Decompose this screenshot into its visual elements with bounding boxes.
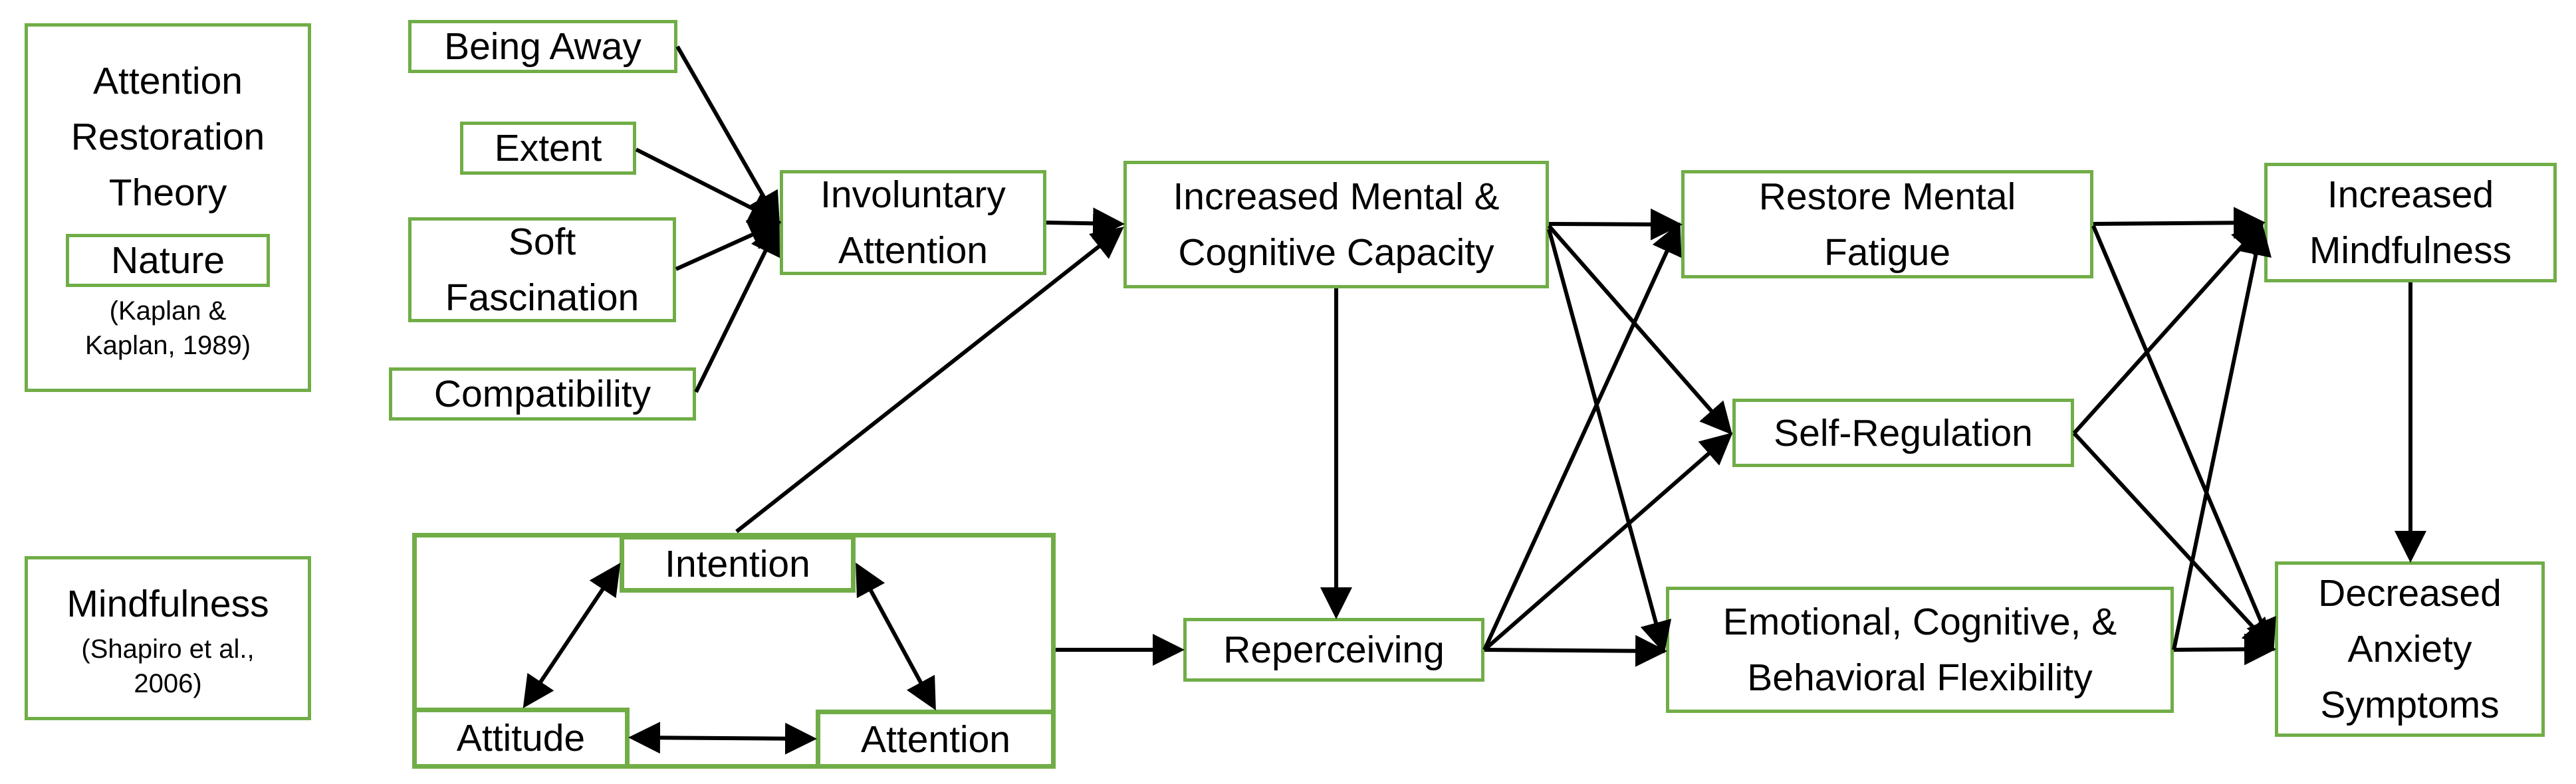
decreased-anxiety-line-3: Symptoms xyxy=(2320,684,2500,726)
arrow-attitude-attention xyxy=(628,722,817,755)
mindfulness-theory-box: Mindfulness (Shapiro et al., 2006) xyxy=(25,556,311,720)
increased-capacity-line-2: Cognitive Capacity xyxy=(1178,231,1494,274)
increased-capacity-line-1: Increased Mental & xyxy=(1173,175,1500,218)
arrow-intention-attitude xyxy=(523,563,621,708)
decreased-anxiety-box: Decreased Anxiety Symptoms xyxy=(2275,561,2545,737)
art-title-line-2: Restoration xyxy=(70,115,265,158)
arrow-restore-to-mindfulness xyxy=(2093,207,2266,239)
arrow-reperceiving-to-selfreg xyxy=(1483,433,1733,652)
reperceiving-box: Reperceiving xyxy=(1183,618,1484,682)
art-citation-line-1: (Kaplan & xyxy=(109,296,227,326)
arrow-compatibility-to-involuntary xyxy=(694,222,780,393)
arrow-selfreg-to-mindfulness xyxy=(2072,221,2265,435)
arrow-restore-to-anxiety xyxy=(2091,225,2276,652)
attitude-label: Attitude xyxy=(456,717,586,759)
arrow-involuntary-to-capacity xyxy=(1046,207,1125,240)
flexibility-box: Emotional, Cognitive, & Behavioral Flexi… xyxy=(1666,587,2174,713)
mindfulness-citation-line-1: (Shapiro et al., xyxy=(81,634,255,664)
increased-mindfulness-line-1: Increased xyxy=(2327,173,2494,216)
soft-fascination-line-2: Fascination xyxy=(445,276,640,319)
arrow-capacity-to-selfreg xyxy=(1547,225,1732,435)
self-regulation-box: Self-Regulation xyxy=(1732,399,2074,467)
compatibility-box: Compatibility xyxy=(389,367,696,421)
attitude-box: Attitude xyxy=(412,708,630,769)
arrow-extent-to-involuntary xyxy=(635,147,782,223)
arrow-capacity-to-restore xyxy=(1548,208,1683,241)
increased-capacity-box: Increased Mental & Cognitive Capacity xyxy=(1123,161,1549,288)
arrow-intention-to-capacity xyxy=(735,227,1124,534)
arrow-intention-attention xyxy=(856,562,936,711)
arrow-capacity-to-flexibility xyxy=(1547,229,1672,654)
increased-mindfulness-box: Increased Mindfulness xyxy=(2264,163,2557,282)
attention-box: Attention xyxy=(816,710,1056,769)
intention-label: Intention xyxy=(665,542,810,585)
arrow-selfreg-to-anxiety xyxy=(2072,431,2276,651)
mindfulness-citation-line-2: 2006) xyxy=(134,668,202,698)
flexibility-line-1: Emotional, Cognitive, & xyxy=(1722,601,2117,643)
arrow-flexibility-to-mindfulness xyxy=(2172,223,2272,650)
decreased-anxiety-line-2: Anxiety xyxy=(2347,628,2472,670)
restore-fatigue-box: Restore Mental Fatigue xyxy=(1681,170,2093,278)
restore-fatigue-line-1: Restore Mental xyxy=(1758,175,2016,218)
arrow-reperceiving-to-restore xyxy=(1482,222,1682,651)
increased-mindfulness-line-2: Mindfulness xyxy=(2309,229,2512,272)
being-away-label: Being Away xyxy=(444,25,642,68)
arrow-flexibility-to-anxiety xyxy=(2173,633,2276,666)
attention-restoration-theory-box: Attention Restoration Theory Nature (Kap… xyxy=(25,23,311,392)
extent-label: Extent xyxy=(494,127,602,169)
involuntary-attention-line-2: Attention xyxy=(838,229,988,272)
being-away-box: Being Away xyxy=(408,20,677,73)
art-title-line-1: Attention xyxy=(93,59,243,102)
intention-box: Intention xyxy=(620,535,856,593)
art-title-line-3: Theory xyxy=(108,171,227,214)
soft-fascination-box: Soft Fascination xyxy=(408,217,676,322)
involuntary-attention-box: Involuntary Attention xyxy=(780,170,1046,275)
involuntary-attention-line-1: Involuntary xyxy=(820,173,1006,216)
extent-box: Extent xyxy=(460,122,636,175)
restore-fatigue-line-2: Fatigue xyxy=(1823,231,1951,274)
art-citation-line-2: Kaplan, 1989) xyxy=(84,330,251,360)
decreased-anxiety-line-1: Decreased xyxy=(2318,572,2502,615)
reperceiving-label: Reperceiving xyxy=(1223,629,1445,671)
flexibility-line-2: Behavioral Flexibility xyxy=(1747,656,2093,699)
mindfulness-theory-title: Mindfulness xyxy=(66,582,269,625)
attention-label: Attention xyxy=(861,718,1010,761)
nature-box: Nature xyxy=(66,233,270,287)
soft-fascination-line-1: Soft xyxy=(508,221,576,263)
arrow-reperceiving-to-flexibility xyxy=(1484,635,1667,667)
nature-label: Nature xyxy=(110,239,225,282)
compatibility-label: Compatibility xyxy=(433,373,651,415)
self-regulation-label: Self-Regulation xyxy=(1774,411,2033,454)
arrow-being-away-to-involuntary xyxy=(675,45,780,225)
arrow-soft-fascination-to-involuntary xyxy=(675,220,782,271)
